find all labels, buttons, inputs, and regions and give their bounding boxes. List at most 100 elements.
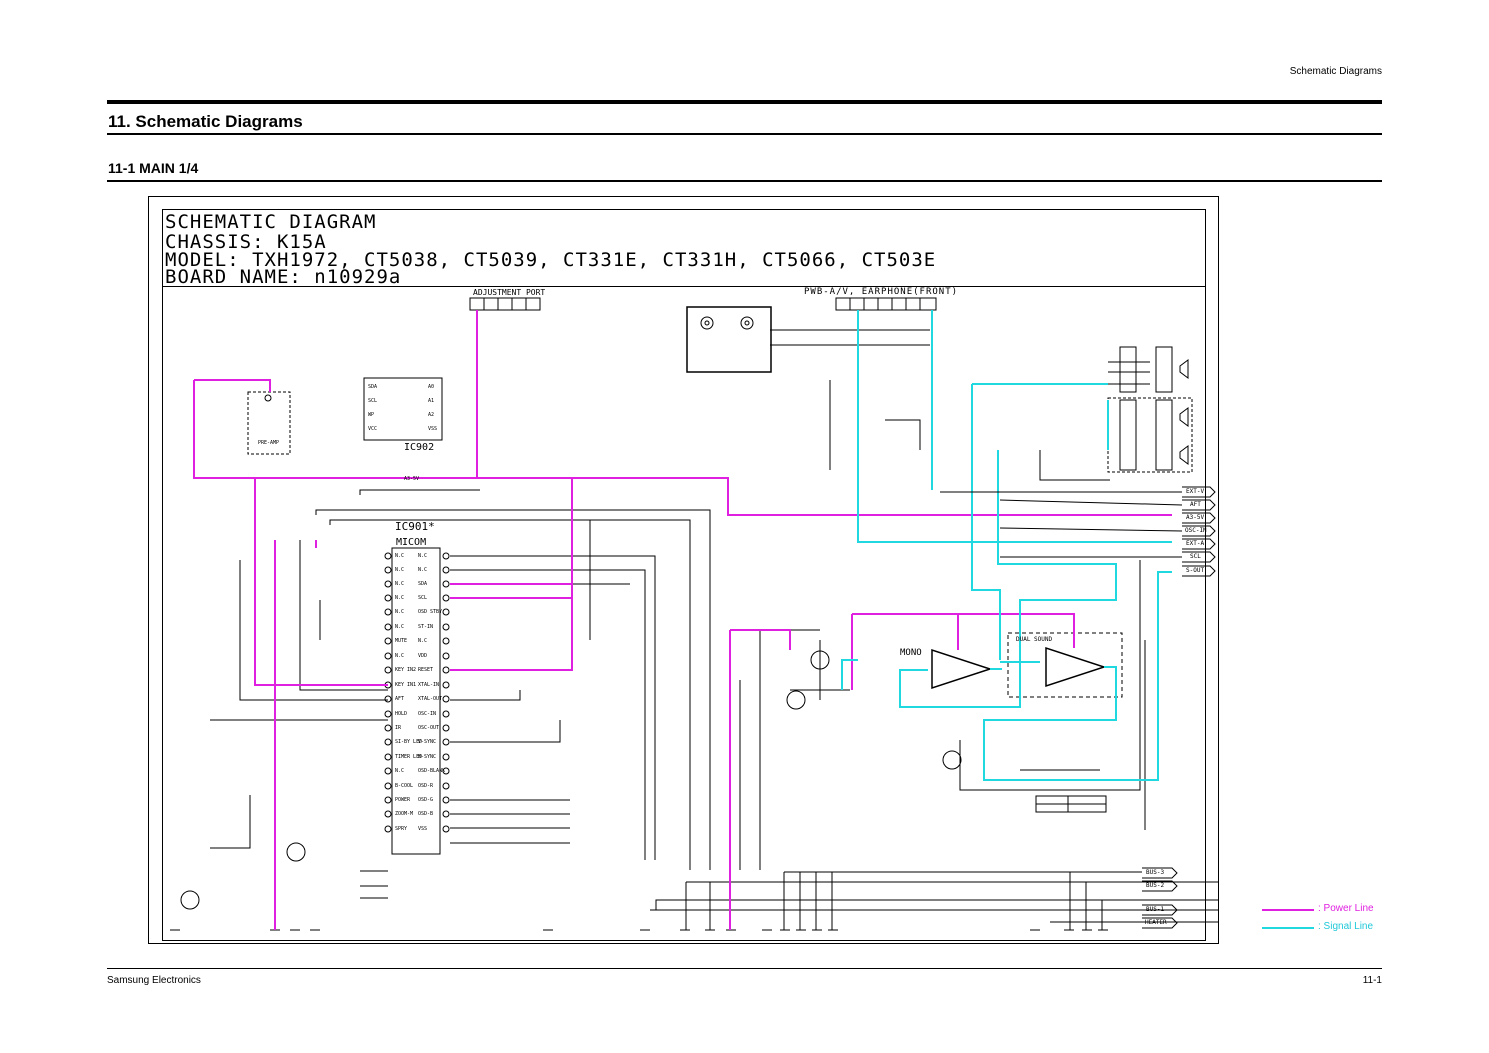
footer-rule	[107, 968, 1382, 969]
adjustment-port-label: ADJUSTMENT PORT	[473, 288, 546, 297]
micom-pin-right: OSD-G	[418, 797, 434, 803]
signal-aft: AFT	[1190, 501, 1201, 508]
av-jack-box	[686, 306, 772, 373]
micom-pin-right: OSD STBY	[418, 609, 443, 615]
micom-label: MICOM	[396, 537, 427, 548]
micom-pin-right: H-SYNC	[418, 754, 437, 760]
micom-left-pins	[384, 552, 392, 833]
signal-ext-a: EXT-A	[1186, 540, 1205, 547]
micom-pin-left: KEY IN1	[395, 682, 417, 688]
bus-1-label: BUS-1	[1146, 906, 1165, 913]
micom-pin-right: ST-IN	[418, 624, 434, 630]
micom-pin-right: N.C	[418, 553, 428, 559]
page-title: 11. Schematic Diagrams	[108, 112, 303, 131]
bus-3-label: BUS-3	[1146, 869, 1165, 876]
bus-2-label: BUS-2	[1146, 882, 1165, 889]
schematic-title-line-3: MODEL: TXH1972, CT5038, CT5039, CT331E, …	[165, 249, 937, 271]
signal-scl: SCL	[1190, 553, 1201, 560]
micom-pin-right: N.C	[418, 638, 428, 644]
micom-pin-left: N.C	[395, 653, 405, 659]
micom-pin-left: KEY IN2	[395, 667, 417, 673]
ic902-pin-a2: A2	[428, 412, 435, 418]
ic902-pin-vcc: VCC	[368, 426, 378, 432]
micom-pin-left: HOLD	[395, 711, 408, 717]
schematic-outer-frame	[148, 196, 1219, 944]
micom-pin-left: N.C	[395, 553, 405, 559]
legend-power-label: : Power Line	[1318, 903, 1374, 914]
schematic-inner-frame	[162, 209, 1206, 941]
signal-osc-in: OSC-IN	[1185, 527, 1207, 534]
micom-pin-left: N.C	[395, 581, 405, 587]
micom-pin-right: OSD-BLANK	[418, 768, 446, 774]
footer-page-number: 11-1	[1362, 975, 1382, 986]
micom-pin-right: OSC-IN	[418, 711, 437, 717]
title-block-divider	[162, 286, 1206, 287]
micom-pin-right: OSD-R	[418, 783, 434, 789]
ic902-label: IC902	[404, 442, 435, 453]
legend-signal-label: : Signal Line	[1318, 921, 1374, 932]
ic902-pin-sda: SDA	[368, 384, 378, 390]
micom-pin-left: N.C	[395, 609, 405, 615]
a3-5v-label: A3-5V	[404, 476, 420, 482]
micom-pin-right: VDD	[418, 653, 428, 659]
ic902-pin-a0: A0	[428, 384, 435, 390]
subtitle-rule	[107, 180, 1382, 182]
micom-pin-left: N.C	[395, 624, 405, 630]
dual-sound-label: DUAL SOUND	[1016, 636, 1053, 643]
micom-pin-left: IR	[395, 725, 402, 731]
micom-pin-right: SDA	[418, 581, 428, 587]
micom-pin-right: RESET	[418, 667, 434, 673]
mono-op-amp	[931, 648, 993, 690]
micom-pin-right: OSD-B	[418, 811, 434, 817]
ic901-body	[391, 547, 441, 855]
micom-pin-left: SPRY	[395, 826, 408, 832]
schematic-title-line-2: CHASSIS: K15A	[165, 231, 327, 253]
ic901-label: IC901*	[395, 520, 435, 533]
signal-ext-v: EXT-V	[1186, 488, 1205, 495]
ic902-pin-a1: A1	[428, 398, 435, 404]
adjustment-port-connector	[469, 297, 541, 311]
footer-company: Samsung Electronics	[107, 975, 201, 986]
section-header: Schematic Diagrams	[1289, 66, 1382, 77]
micom-pin-right: XTAL-IN	[418, 682, 440, 688]
micom-pin-left: B-COOL	[395, 783, 414, 789]
signal-s-out: S-OUT	[1186, 567, 1205, 574]
micom-pin-left: N.C	[395, 768, 405, 774]
micom-pin-left: AFT	[395, 696, 405, 702]
signal-line-swatch	[1262, 927, 1314, 929]
micom-pin-left: POWER	[395, 797, 411, 803]
ic902-body	[363, 377, 443, 441]
micom-pin-left: TIMER LED	[395, 754, 423, 760]
signal-a3-5v: A3-5V	[1186, 514, 1205, 521]
micom-pin-left: N.C	[395, 567, 405, 573]
schematic-title-line-4: BOARD NAME: n10929a	[165, 266, 402, 288]
mono-label: MONO	[900, 648, 922, 658]
micom-pin-right: XTAL-OUT	[418, 696, 443, 702]
schematic-title-line-1: SCHEMATIC DIAGRAM	[165, 211, 377, 233]
heater-label: HEATER	[1145, 919, 1167, 926]
av-earphone-connector	[835, 297, 937, 311]
title-rule-top	[107, 100, 1382, 104]
dual-sound-op-amp	[1045, 646, 1107, 688]
ic902-pin-scl: SCL	[368, 398, 378, 404]
micom-pin-right: V-SYNC	[418, 739, 437, 745]
title-rule-bottom	[107, 133, 1382, 135]
power-line-swatch	[1262, 909, 1314, 911]
micom-pin-right: N.C	[418, 567, 428, 573]
dual-sound-box	[1007, 632, 1123, 698]
page-subtitle: 11-1 MAIN 1/4	[108, 160, 199, 176]
micom-pin-left: MUTE	[395, 638, 408, 644]
micom-pin-left: ZOOM-M	[395, 811, 414, 817]
micom-pin-right: VSS	[418, 826, 428, 832]
signal-lines	[841, 310, 1172, 781]
power-lines	[193, 310, 1172, 930]
pwb-av-label: PWB-A/V, EARPHONE(FRONT)	[804, 287, 959, 297]
micom-pin-right: OSC-OUT	[418, 725, 440, 731]
micom-right-pins	[442, 552, 450, 833]
ic902-pin-vss: VSS	[428, 426, 438, 432]
micom-pin-left: SI-BY LED	[395, 739, 423, 745]
ic902-pin-wp: WP	[368, 412, 375, 418]
micom-pin-left: N.C	[395, 595, 405, 601]
pre-amp-label: PRE-AMP	[258, 440, 280, 446]
